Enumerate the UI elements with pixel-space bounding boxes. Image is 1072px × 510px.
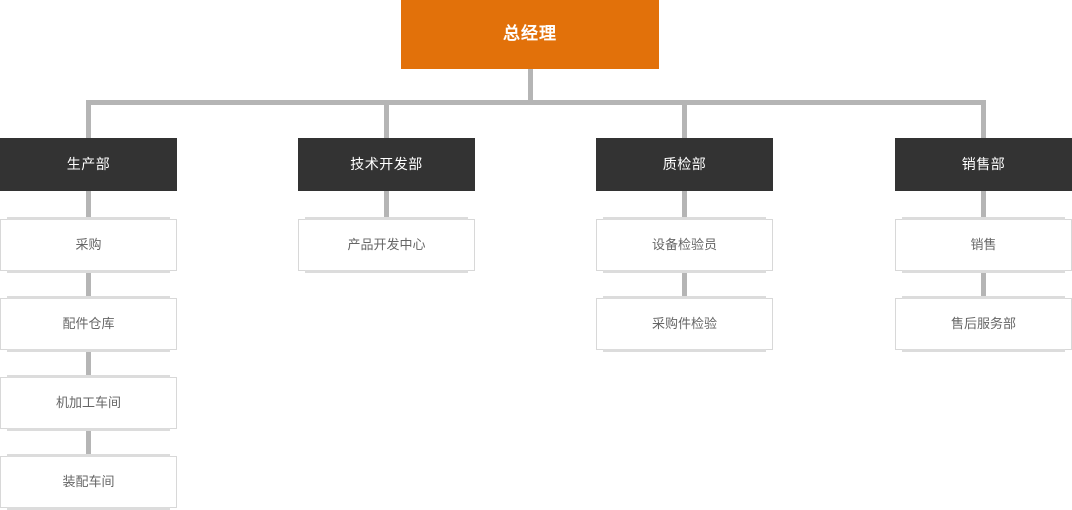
- root-node-label: 总经理: [503, 24, 557, 44]
- root-node-general-manager[interactable]: 总经理: [401, 0, 659, 69]
- connector-horizontal-bus: [86, 100, 986, 105]
- sub-node-label: 采购: [75, 237, 102, 253]
- sub-node-1-1[interactable]: 采购: [0, 217, 177, 273]
- connector-vertical-col3-1: [682, 191, 687, 219]
- connector-vertical-col1-3: [86, 350, 91, 377]
- sub-node-label: 配件仓库: [62, 316, 115, 332]
- department-node-2[interactable]: 技术开发部: [298, 138, 475, 191]
- sub-node-3-1[interactable]: 设备检验员: [596, 217, 773, 273]
- connector-vertical-col4-1: [981, 191, 986, 219]
- connector-vertical-col2-1: [384, 191, 389, 219]
- sub-node-4-1[interactable]: 销售: [895, 217, 1072, 273]
- connector-bus-to-department-2: [384, 100, 389, 138]
- connector-vertical-col1-1: [86, 191, 91, 219]
- sub-node-4-2[interactable]: 售后服务部: [895, 296, 1072, 352]
- sub-node-3-2[interactable]: 采购件检验: [596, 296, 773, 352]
- department-node-label: 生产部: [66, 156, 111, 173]
- department-node-3[interactable]: 质检部: [596, 138, 773, 191]
- department-node-label: 技术开发部: [350, 156, 423, 173]
- sub-node-1-3[interactable]: 机加工车间: [0, 375, 177, 431]
- sub-node-1-2[interactable]: 配件仓库: [0, 296, 177, 352]
- connector-bus-to-department-1: [86, 100, 91, 138]
- connector-vertical-col1-4: [86, 429, 91, 456]
- connector-bus-to-department-4: [981, 100, 986, 138]
- connector-root-stem: [528, 69, 533, 105]
- department-node-label: 质检部: [662, 156, 707, 173]
- sub-node-label: 设备检验员: [651, 237, 717, 253]
- connector-bus-to-department-3: [682, 100, 687, 138]
- sub-node-label: 售后服务部: [950, 316, 1016, 332]
- sub-node-label: 销售: [970, 237, 997, 253]
- sub-node-label: 装配车间: [62, 474, 115, 490]
- connector-vertical-col1-2: [86, 271, 91, 298]
- sub-node-1-4[interactable]: 装配车间: [0, 454, 177, 510]
- connector-vertical-col3-2: [682, 271, 687, 298]
- department-node-4[interactable]: 销售部: [895, 138, 1072, 191]
- connector-vertical-col4-2: [981, 271, 986, 298]
- department-node-label: 销售部: [961, 156, 1006, 173]
- sub-node-label: 采购件检验: [651, 316, 717, 332]
- sub-node-2-1[interactable]: 产品开发中心: [298, 217, 475, 273]
- sub-node-label: 产品开发中心: [347, 237, 426, 253]
- department-node-1[interactable]: 生产部: [0, 138, 177, 191]
- sub-node-label: 机加工车间: [55, 395, 121, 411]
